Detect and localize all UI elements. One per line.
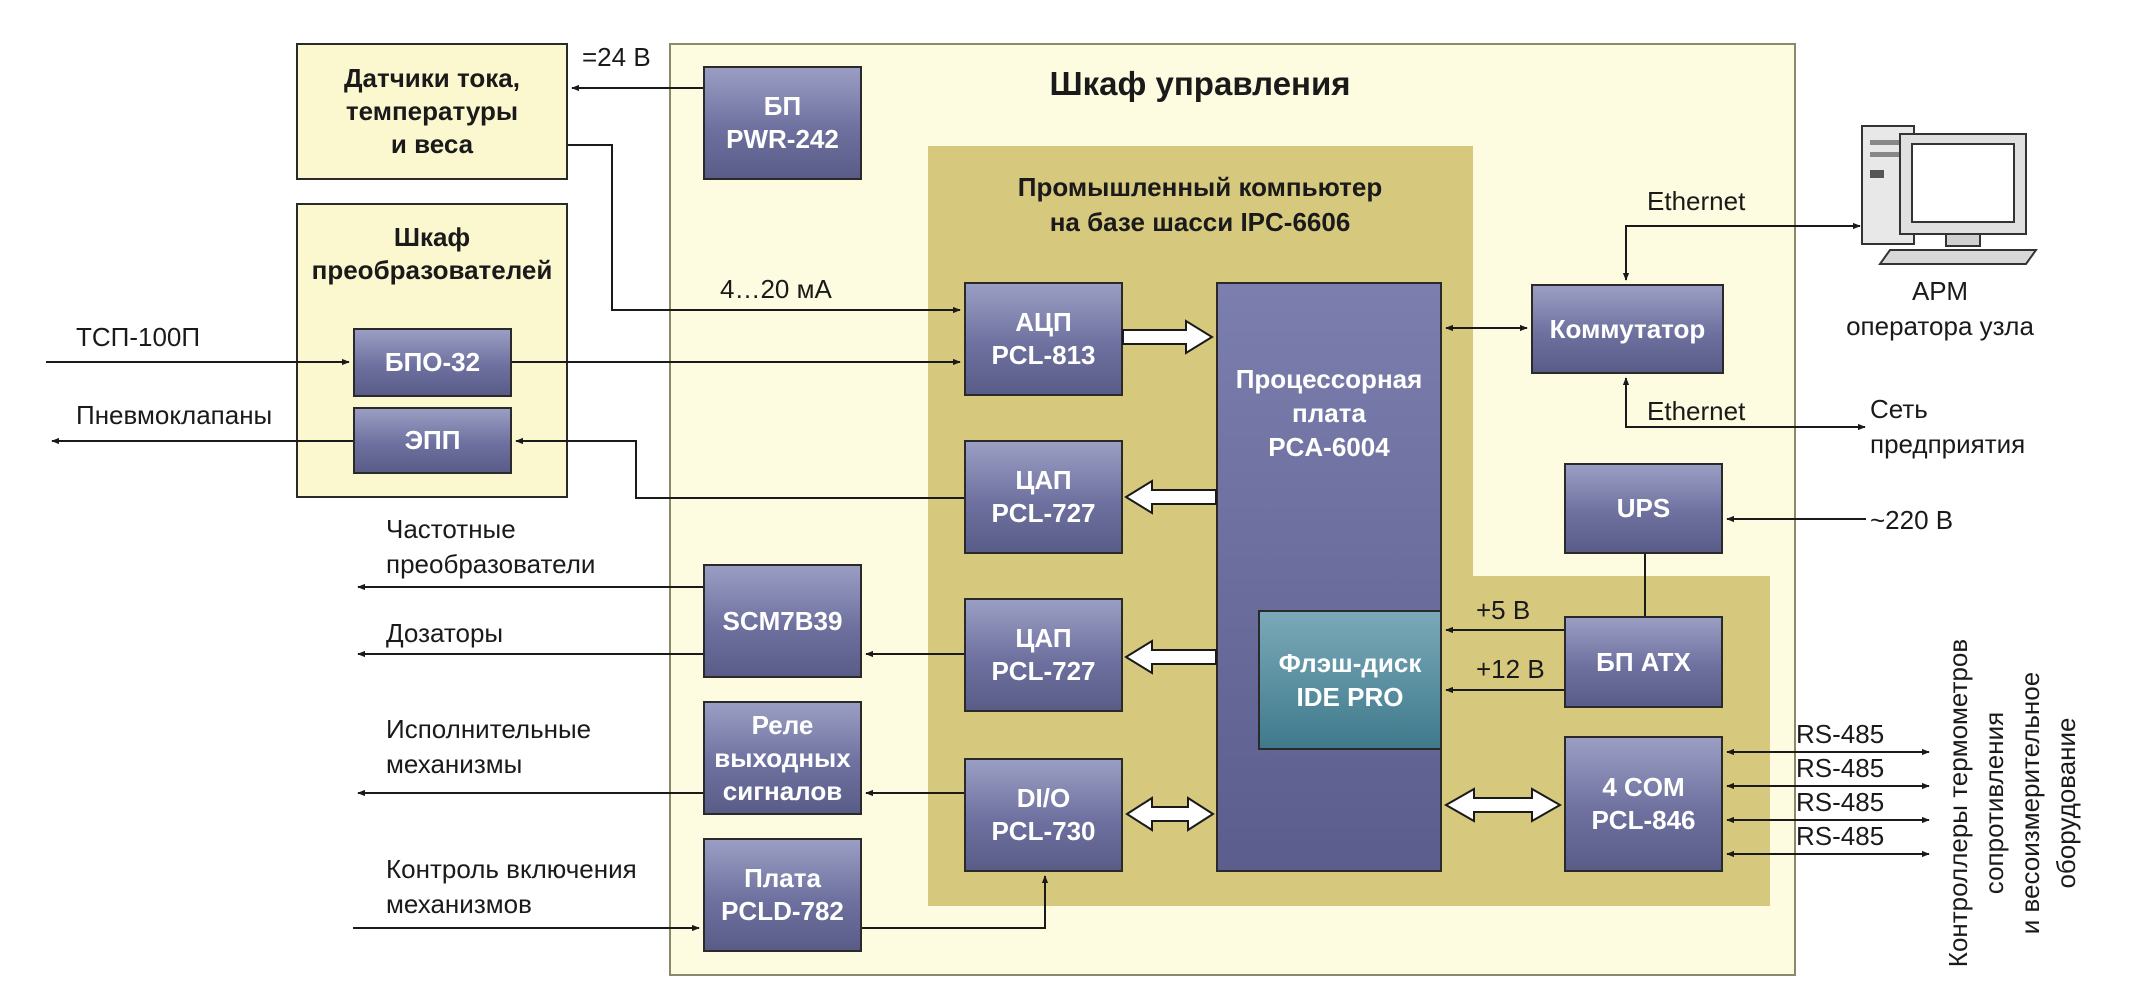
converter-cabinet-title: Шкаф преобразователей bbox=[311, 222, 553, 285]
scm7b39-block: SCM7B39 bbox=[703, 564, 862, 678]
computer-workstation-icon bbox=[1861, 125, 2038, 265]
label-controllers-equipment: Контроллеры термометров сопротивления и … bbox=[1943, 638, 2081, 968]
label-rs485: RS-485 bbox=[1796, 821, 1885, 851]
cpu-pca6004-board: Процессорная плата PCA-6004 bbox=[1216, 282, 1442, 872]
bus-arrow-adc-to-cpu bbox=[1122, 319, 1214, 355]
line-eth-to-arm bbox=[1622, 222, 1861, 281]
epp-block: ЭПП bbox=[353, 407, 512, 474]
psu-pwr242-block: БП PWR-242 bbox=[703, 66, 862, 180]
dac-pcl727-block-1: ЦАП PCL-727 bbox=[964, 440, 1123, 554]
label-frequency-converters: Частотные преобразователи bbox=[386, 514, 596, 579]
pcld782-board: Плата PCLD-782 bbox=[703, 838, 862, 952]
label-ethernet-lower: Ethernet bbox=[1647, 396, 1746, 426]
label-rs485: RS-485 bbox=[1796, 787, 1885, 817]
label-12v: +12 В bbox=[1476, 654, 1545, 684]
label-24v: =24 В bbox=[582, 42, 651, 72]
output-relay-block: Реле выходных сигналов bbox=[703, 701, 862, 815]
ups-block: UPS bbox=[1564, 463, 1723, 554]
label-actuators: Исполнительные механизмы bbox=[386, 714, 592, 779]
bpo32-block: БПО-32 bbox=[353, 328, 512, 397]
label-dosers: Дозаторы bbox=[386, 618, 504, 648]
control-cabinet-title: Шкаф управления bbox=[1049, 65, 1351, 102]
label-220v: ~220 В bbox=[1870, 505, 1954, 535]
line-eth-to-enterprise bbox=[1622, 377, 1866, 431]
industrial-computer-title: Промышленный компьютер на базе шасси IPC… bbox=[1017, 172, 1383, 237]
label-5v: +5 В bbox=[1476, 595, 1531, 625]
line-pcld-to-dio bbox=[862, 875, 1049, 929]
dio-pcl730-block: DI/O PCL-730 bbox=[964, 758, 1123, 872]
label-mechanism-control: Контроль включения механизмов bbox=[386, 854, 637, 919]
com4-pcl846-block: 4 COM PCL-846 bbox=[1564, 736, 1723, 872]
dac-pcl727-block-2: ЦАП PCL-727 bbox=[964, 598, 1123, 712]
bus-arrow-cpu-com4 bbox=[1443, 787, 1563, 823]
bus-arrow-cpu-to-dac1 bbox=[1124, 479, 1217, 515]
label-pneumovalves: Пневмоклапаны bbox=[76, 400, 273, 430]
flash-disk-ide-pro: Флэш-диск IDE PRO bbox=[1258, 610, 1442, 750]
label-operator-workstation: АРМ оператора узла bbox=[1846, 276, 2034, 341]
bus-arrow-cpu-to-dac2 bbox=[1124, 639, 1217, 675]
line-dac-to-epp bbox=[515, 437, 964, 499]
label-ethernet-upper: Ethernet bbox=[1647, 186, 1746, 216]
label-rs485: RS-485 bbox=[1796, 753, 1885, 783]
line-sensors-to-adc bbox=[568, 144, 961, 314]
psu-atx-block: БП ATX bbox=[1564, 616, 1723, 708]
label-enterprise-network: Сеть предприятия bbox=[1870, 394, 2026, 459]
sensors-block: Датчики тока, температуры и веса bbox=[296, 43, 568, 180]
label-4-20ma: 4…20 мА bbox=[720, 274, 832, 304]
label-rs485: RS-485 bbox=[1796, 719, 1885, 749]
label-tsp100p: ТСП-100П bbox=[76, 322, 201, 352]
adc-pcl813-block: АЦП PCL-813 bbox=[964, 282, 1123, 396]
bus-arrow-dio-cpu bbox=[1125, 796, 1215, 832]
ethernet-switch-block: Коммутатор bbox=[1531, 284, 1724, 374]
